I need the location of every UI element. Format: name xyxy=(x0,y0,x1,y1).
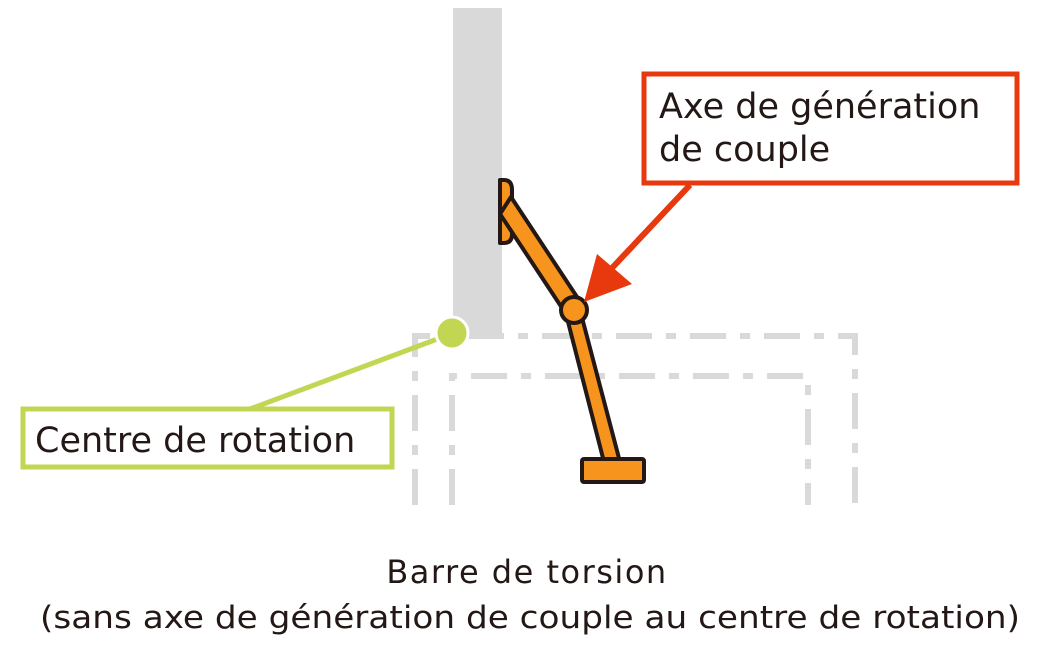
torsion-arm xyxy=(498,178,646,484)
rotation-center-label: Centre de rotation xyxy=(35,421,355,461)
rotation-center-box xyxy=(20,406,395,470)
inner-dashed-outline xyxy=(449,373,811,505)
caption-title: Barre de torsion xyxy=(386,553,667,591)
red-leader-line xyxy=(609,182,693,271)
red-arrowhead-icon xyxy=(584,254,632,302)
torque-axis-label-line1: Axe de génération xyxy=(659,87,980,127)
gray-frame xyxy=(453,8,502,334)
caption-subtitle: (sans axe de génération de couple au cen… xyxy=(40,600,1020,636)
outer-dashed-outline xyxy=(412,333,858,505)
torque-axis-label-line2: de couple xyxy=(659,130,830,170)
lower-link xyxy=(564,308,622,464)
green-leader-line xyxy=(249,335,441,412)
rotation-center-dot xyxy=(434,315,470,351)
rotation-center-callout: Centre de rotation xyxy=(20,315,470,470)
torque-axis-joint xyxy=(559,295,589,325)
vehicle-body-outline xyxy=(412,333,858,505)
torque-axis-callout: Axe de génération de couple xyxy=(584,71,1020,302)
foot-plate xyxy=(580,457,646,484)
torque-axis-box xyxy=(641,71,1020,186)
